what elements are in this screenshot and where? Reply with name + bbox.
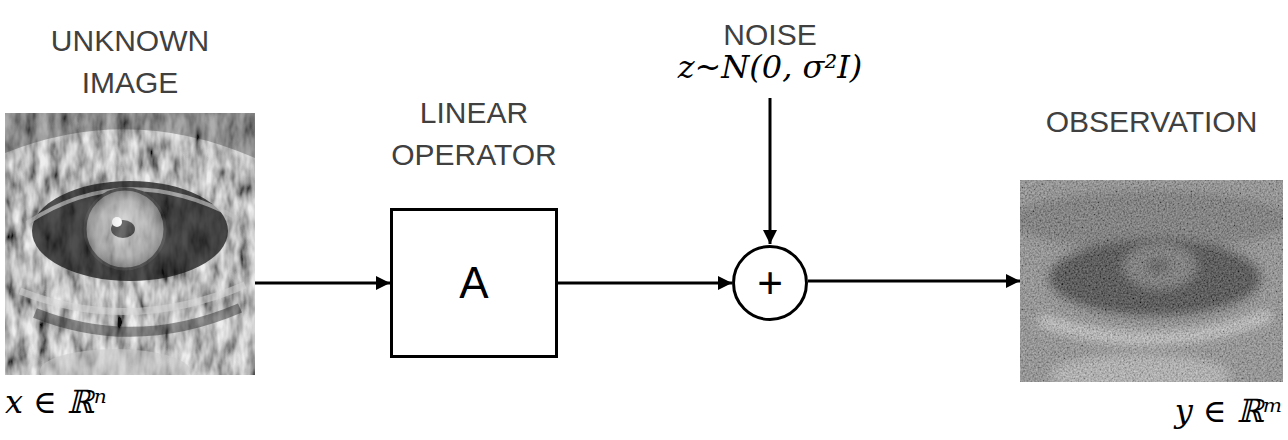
math-label: y ∈ ℝᵐ [1175, 394, 1283, 429]
eye-photo [5, 113, 255, 375]
math-label: x ∈ ℝⁿ [5, 385, 107, 420]
operator-heading: LINEAR OPERATOR [354, 92, 594, 177]
operator-box: LINEAR OPERATORA [390, 208, 558, 358]
image-panel: OBSERVATIONy ∈ ℝᵐ [1020, 180, 1283, 382]
noise-arrow [769, 98, 772, 244]
image-panel: UNKNOWN IMAGEx ∈ ℝⁿ [5, 113, 255, 375]
noise-formula: z~N(0, σ²I) [678, 50, 863, 85]
plus-sign: + [757, 261, 783, 305]
signal-arrow [558, 282, 732, 285]
image-heading: OBSERVATION [1022, 101, 1282, 144]
image-heading: UNKNOWN IMAGE [10, 20, 250, 105]
noisy-eye-photo [1020, 180, 1283, 382]
sum-circle: + [732, 245, 808, 321]
circle-shape [734, 247, 807, 320]
signal-arrow [255, 282, 390, 285]
signal-arrow [808, 280, 1020, 283]
operator-symbol: A [459, 261, 488, 305]
